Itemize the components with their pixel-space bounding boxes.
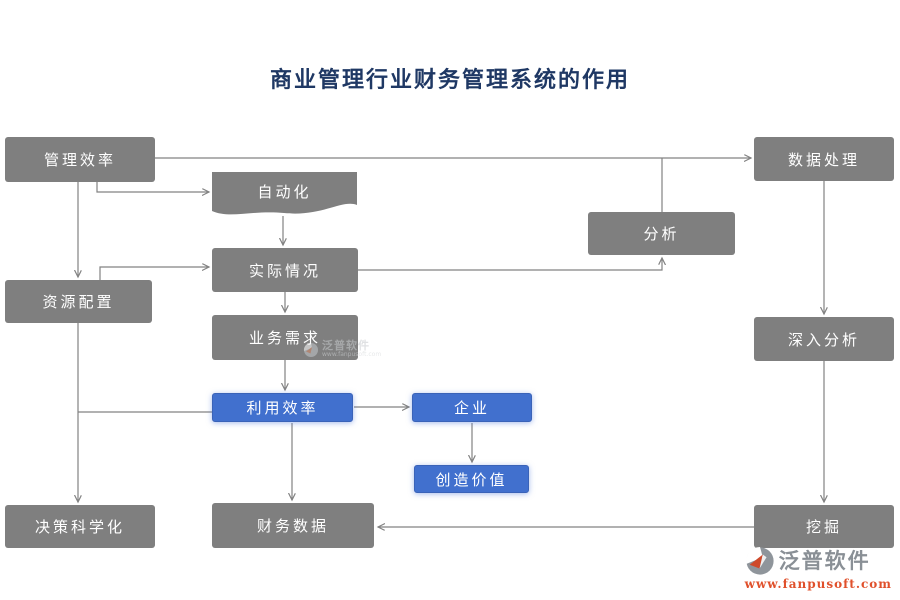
node-label: 企业 (453, 399, 490, 417)
node-deep-analysis: 深入分析 (754, 317, 894, 361)
node-label: 挖掘 (805, 518, 842, 536)
node-label: 自动化 (257, 182, 312, 201)
node-scientific-decision: 决策科学化 (5, 505, 155, 548)
node-mining: 挖掘 (754, 505, 894, 548)
node-create-value: 创造价值 (414, 465, 529, 493)
node-label: 决策科学化 (34, 518, 125, 536)
node-label: 利用效率 (246, 399, 319, 417)
node-automation: 自动化 (212, 172, 357, 218)
logo-url: www.fanpusoft.com (744, 577, 892, 591)
logo-brand: 泛普软件 (778, 549, 871, 573)
node-actual-situation: 实际情况 (212, 248, 358, 292)
node-utilization-efficiency: 利用效率 (212, 393, 353, 422)
node-financial-data: 财务数据 (212, 503, 374, 548)
node-label: 财务数据 (256, 517, 329, 535)
node-label: 创造价值 (435, 470, 508, 489)
node-data-processing: 数据处理 (754, 137, 894, 181)
node-management-efficiency: 管理效率 (5, 137, 155, 182)
node-label: 深入分析 (787, 330, 860, 349)
node-label: 实际情况 (248, 261, 321, 280)
node-resource-allocation: 资源配置 (5, 280, 152, 323)
node-label: 分析 (643, 225, 680, 243)
fanpu-logo: 泛普软件 www.fanpusoft.com (745, 546, 892, 591)
document-shape (212, 172, 357, 215)
node-analysis: 分析 (588, 212, 735, 255)
diagram-title: 商业管理行业财务管理系统的作用 (269, 67, 630, 93)
node-label: 管理效率 (43, 151, 116, 169)
node-label: 业务需求 (248, 329, 321, 347)
node-label: 资源配置 (42, 293, 115, 311)
node-business-needs: 业务需求 (212, 315, 358, 360)
node-enterprise: 企业 (412, 393, 532, 422)
fanpu-logo-icon (745, 546, 774, 575)
node-label: 数据处理 (787, 150, 860, 169)
